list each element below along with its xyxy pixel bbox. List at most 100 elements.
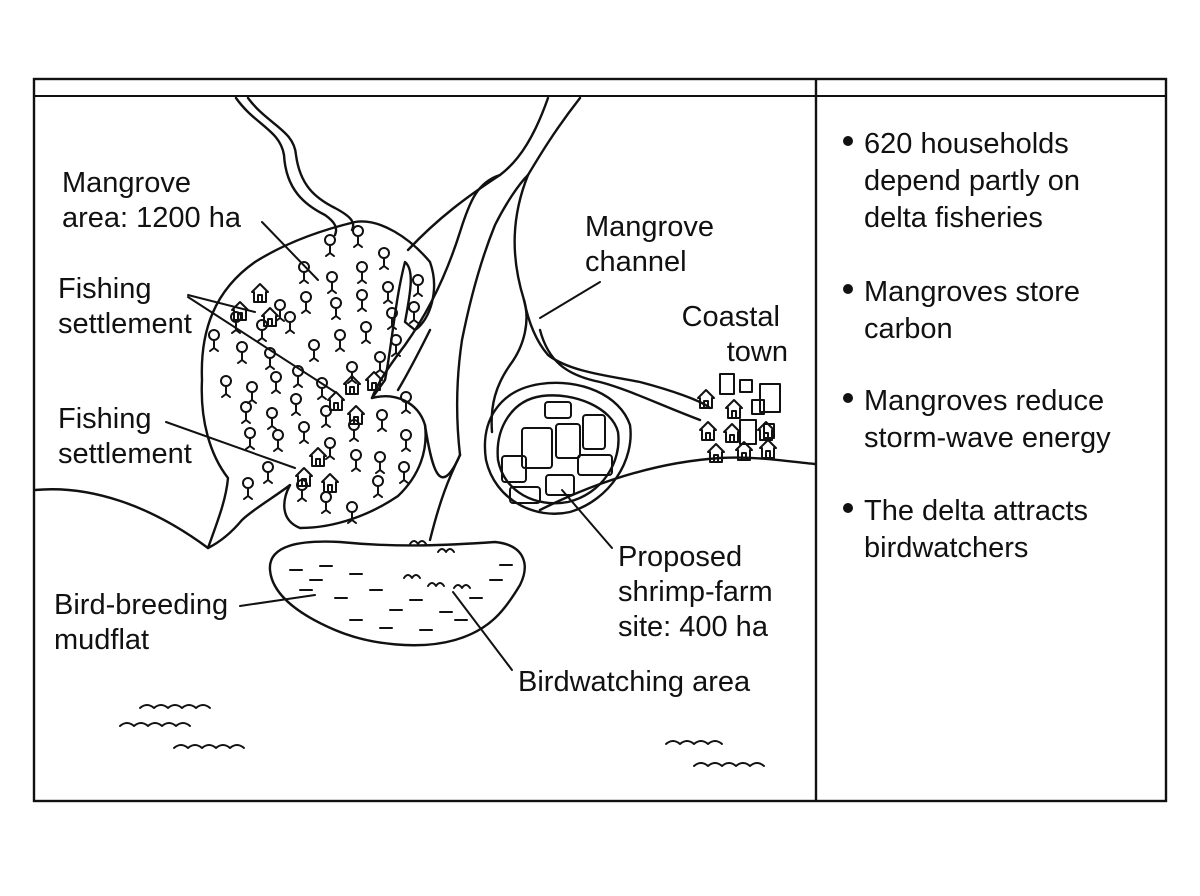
fact-2-text: Mangroves store carbon: [864, 276, 1088, 345]
tree-icon: [236, 341, 248, 364]
mangrove-channel-line-2: channel: [585, 246, 687, 278]
town-building-icon: [763, 423, 775, 439]
tree-icon: [292, 365, 304, 388]
fact-4-line-2: birdwatchers: [864, 532, 1028, 564]
tree-icon: [266, 407, 278, 430]
tree-icon: [350, 449, 362, 472]
fact-item-2: Mangroves store carbon: [843, 276, 1088, 345]
house-icon: [231, 301, 249, 321]
house-icon: [723, 423, 741, 443]
mangrove-trees: [208, 225, 424, 524]
fishing-settlement-2-line-1: Fishing: [58, 403, 152, 435]
tree-icon: [360, 321, 372, 344]
mangrove-channel-label: Mangrove channel: [585, 211, 722, 278]
bullet-1: [843, 136, 853, 146]
fact-3-line-1: Mangroves reduce: [864, 385, 1104, 417]
fact-item-3: Mangroves reduce storm-wave energy: [843, 385, 1112, 454]
town-building-icon: [751, 399, 765, 415]
fact-3-line-2: storm-wave energy: [864, 422, 1111, 454]
house-icon: [343, 375, 361, 395]
tree-icon: [382, 281, 394, 304]
fact-3-text: Mangroves reduce storm-wave energy: [864, 385, 1112, 454]
bird-icon: [453, 584, 471, 589]
tree-icon: [220, 375, 232, 398]
tree-icon: [378, 247, 390, 270]
house-icon: [261, 307, 279, 327]
house-icon: [725, 399, 743, 419]
fact-1-line-2: depend partly on: [864, 165, 1080, 197]
coastal-town-label: Coastal town: [682, 301, 788, 368]
tree-icon: [376, 409, 388, 432]
fishing-settlement-1-line-2: settlement: [58, 308, 192, 340]
mangrove-channel-line-1: Mangrove: [585, 211, 714, 243]
tree-icon: [400, 429, 412, 452]
mangrove-area-label-line-2: area: 1200 ha: [62, 202, 242, 234]
fishing-settlement-1-line-1: Fishing: [58, 273, 152, 305]
bird-breeding-mudflat: [268, 540, 526, 647]
houses: [231, 283, 781, 493]
fact-4-text: The delta attracts birdwatchers: [864, 495, 1096, 564]
mangrove-area-label: Mangrove area: 1200 ha: [62, 167, 242, 234]
bullet-3: [843, 393, 853, 403]
tree-icon: [390, 334, 402, 357]
main-channels: [370, 96, 712, 542]
tree-icon: [408, 301, 420, 324]
tree-icon: [412, 274, 424, 297]
leader-lines: [165, 221, 613, 671]
fishing-settlement-label-2: Fishing settlement: [58, 403, 192, 470]
tree-icon: [262, 461, 274, 484]
wave-icon: [665, 740, 723, 745]
coastal-town-line-1: Coastal: [682, 301, 780, 333]
tree-icon: [290, 393, 302, 416]
mangrove-area-label-line-1: Mangrove: [62, 167, 191, 199]
shrimp-farm-line-2: shrimp-farm: [618, 576, 773, 608]
house-icon: [365, 371, 383, 391]
tree-icon: [208, 329, 220, 352]
tree-icon: [242, 477, 254, 500]
fact-4-line-1: The delta attracts: [864, 495, 1088, 527]
fact-2-line-2: carbon: [864, 313, 953, 345]
wave-icon: [139, 704, 211, 709]
birds: [403, 540, 471, 589]
figure-frame: [32, 77, 1168, 803]
tree-icon: [298, 421, 310, 444]
mangrove-island: [200, 220, 436, 550]
birdwatching-label: Birdwatching area: [518, 666, 751, 698]
bullet-2: [843, 284, 853, 294]
town-building-icon: [719, 373, 735, 395]
house-icon: [697, 389, 715, 409]
mudflat-line-2: mudflat: [54, 624, 149, 656]
house-icon: [707, 443, 725, 463]
fact-1-text: 620 households depend partly on delta fi…: [864, 128, 1088, 234]
tree-icon: [356, 261, 368, 284]
tree-icon: [270, 371, 282, 394]
tree-icon: [346, 501, 358, 524]
house-icon: [251, 283, 269, 303]
town-building-icon: [739, 419, 757, 445]
tree-icon: [334, 329, 346, 352]
bird-icon: [403, 574, 421, 579]
tree-icon: [264, 347, 276, 370]
tree-icon: [400, 391, 412, 414]
shrimp-farm-site: [483, 381, 632, 515]
bird-icon: [437, 548, 455, 553]
tree-icon: [298, 261, 310, 284]
tree-icon: [316, 377, 328, 400]
waves: [119, 704, 765, 767]
tree-icon: [272, 429, 284, 452]
tree-icon: [374, 451, 386, 474]
shrimp-farm-line-3: site: 400 ha: [618, 611, 769, 643]
mudflat-line-1: Bird-breeding: [54, 589, 228, 621]
shrimp-farm-label: Proposed shrimp-farm site: 400 ha: [618, 541, 781, 643]
house-icon: [699, 421, 717, 441]
fact-item-4: The delta attracts birdwatchers: [843, 495, 1096, 564]
tree-icon: [386, 307, 398, 330]
wave-icon: [173, 744, 245, 749]
tree-icon: [300, 291, 312, 314]
tree-icon: [374, 351, 386, 374]
town-building-icon: [739, 379, 753, 393]
tree-icon: [330, 297, 342, 320]
coastline: [33, 456, 817, 550]
tree-icon: [320, 491, 332, 514]
house-icon: [327, 391, 345, 411]
